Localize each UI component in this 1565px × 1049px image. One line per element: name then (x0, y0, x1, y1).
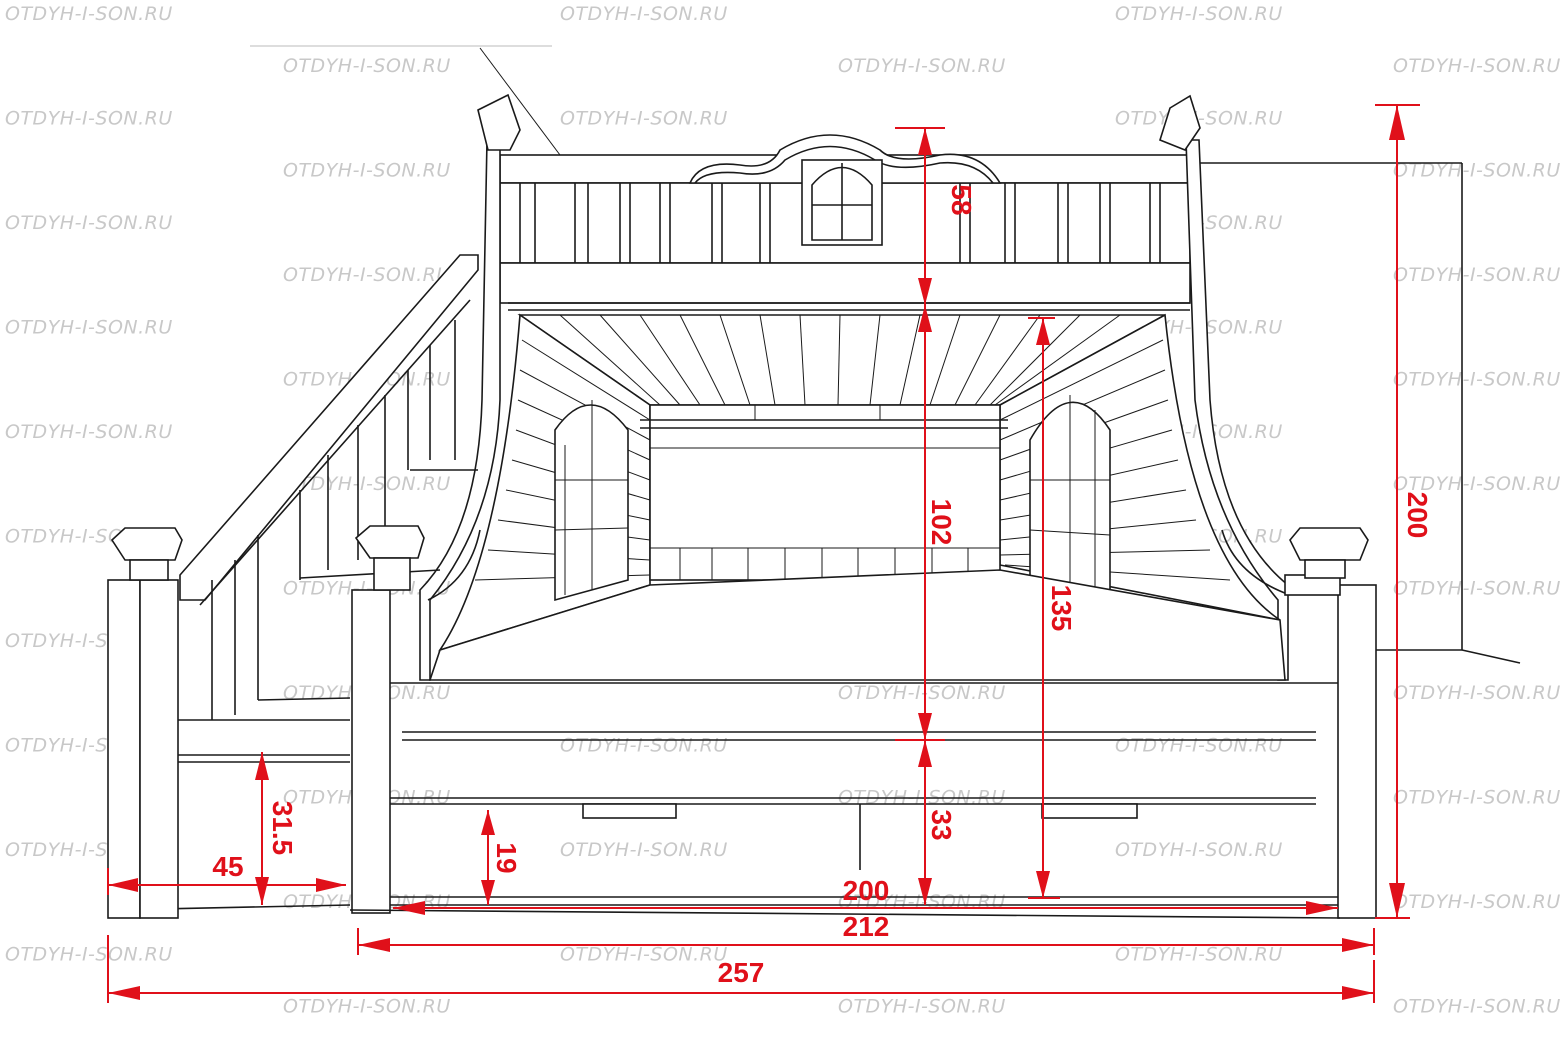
watermark-text: OTDYH-I-SON.RU (1393, 787, 1561, 809)
watermark-text: OTDYH-I-SON.RU (1115, 735, 1283, 757)
watermark-text: OTDYH-I-SON.RU (1393, 473, 1561, 495)
dim-total-height: 200 (1402, 492, 1433, 539)
dim-total-length: 257 (718, 957, 765, 988)
dim-step-height: 31.5 (267, 801, 298, 856)
watermark-text: OTDYH-I-SON.RU (283, 160, 451, 182)
dimension-lines (107, 104, 1420, 1003)
dim-drawer-offset: 19 (491, 842, 522, 873)
watermark-text: OTDYH-I-SON.RU (283, 55, 451, 77)
ceiling-slats (559, 314, 1121, 406)
watermark-text: OTDYH-I-SON.RU (1393, 160, 1561, 182)
dim-frame-length: 212 (843, 911, 890, 942)
bed-line-art (107, 45, 1521, 919)
watermark-text: OTDYH-I-SON.RU (1115, 3, 1283, 25)
watermark-text: OTDYH-I-SON.RU (838, 996, 1006, 1018)
watermark-text: OTDYH-I-SON.RU (1393, 369, 1561, 391)
watermark-text: OTDYH-I-SON.RU (1393, 996, 1561, 1018)
watermark-text: OTDYH-I-SON.RU (283, 473, 451, 495)
watermark-text: OTDYH-I-SON.RU (838, 682, 1006, 704)
watermark-text: OTDYH-I-SON.RU (283, 264, 451, 286)
dim-step-depth: 45 (212, 851, 243, 882)
watermark-text: OTDYH-I-SON.RU (560, 735, 728, 757)
watermark-text: OTDYH-I-SON.RU (1393, 682, 1561, 704)
watermark-text: OTDYH-I-SON.RU (1393, 891, 1561, 913)
watermark-text: OTDYH-I-SON.RU (5, 944, 173, 966)
dim-mattress-length: 200 (843, 875, 890, 906)
watermark-text: OTDYH-I-SON.RU (1115, 944, 1283, 966)
watermark-text: OTDYH-I-SON.RU (5, 108, 173, 130)
watermark-text: OTDYH-I-SON.RU (5, 3, 173, 25)
dim-drawer-height: 33 (926, 809, 957, 840)
watermark-text: OTDYH-I-SON.RU (560, 108, 728, 130)
watermark-text: OTDYH-I-SON.RU (1393, 578, 1561, 600)
watermark-text: OTDYH-I-SON.RU (1393, 55, 1561, 77)
dimension-labels: 58 102 135 200 33 31.5 45 19 200 212 257 (212, 184, 1433, 988)
watermark-text: OTDYH-I-SON.RU (1115, 839, 1283, 861)
watermark-text: OTDYH-I-SON.RU (560, 839, 728, 861)
watermark-text: OTDYH-I-SON.RU (5, 212, 173, 234)
watermark-text: OTDYH-I-SON.RU (560, 944, 728, 966)
watermark-text: OTDYH-I-SON.RU (1393, 264, 1561, 286)
upper-rail-balusters (519, 183, 1161, 263)
watermark-text: OTDYH-I-SON.RU (1115, 108, 1283, 130)
watermark-text: OTDYH-I-SON.RU (5, 317, 173, 339)
dim-lower-clearance: 102 (926, 499, 957, 546)
watermark-text: OTDYH-I-SON.RU (283, 996, 451, 1018)
dim-upper-bed-depth: 135 (1046, 585, 1077, 632)
watermark-text: OTDYH-I-SON.RU (5, 421, 173, 443)
watermark-text: OTDYH-I-SON.RU (560, 3, 728, 25)
watermark-text: OTDYH-I-SON.RU (838, 55, 1006, 77)
dim-upper-rail-height: 58 (946, 184, 977, 215)
